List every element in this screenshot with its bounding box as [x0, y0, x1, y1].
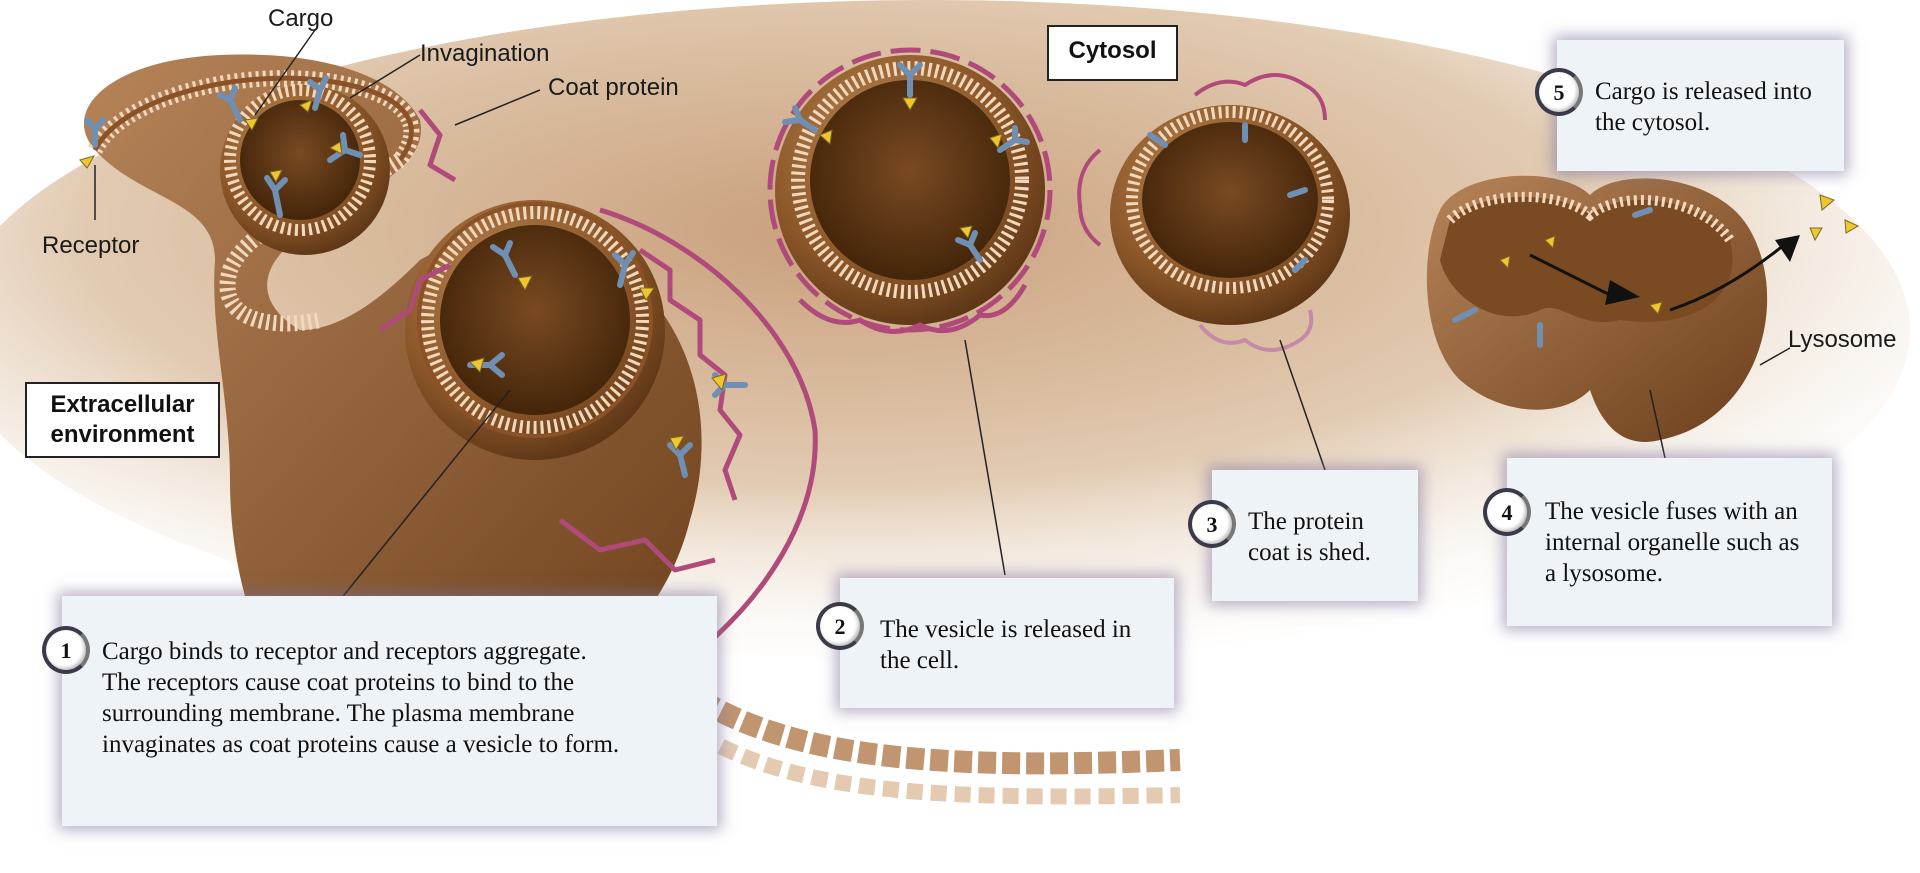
receptor-label: Receptor: [42, 232, 140, 259]
step-4-box: 4 The vesicle fuses with an internal org…: [1483, 458, 1832, 626]
step-description: The protein coat is shed.: [1248, 508, 1371, 566]
step-1-box: 1 Cargo binds to receptor and receptors …: [42, 596, 717, 826]
step-number-badge: 3: [1188, 500, 1236, 548]
lysosome-organelle: [1426, 175, 1800, 442]
step-number-badge: 4: [1483, 488, 1531, 536]
extracellular-environment-label: Extracellular environment: [25, 382, 220, 458]
leader-lines: [94, 29, 1791, 601]
step-number-badge: 5: [1535, 68, 1583, 116]
coat-protein-label: Coat protein: [548, 74, 679, 101]
step-5-box: 5 Cargo is released into the cytosol.: [1535, 40, 1844, 171]
lysosome-label: Lysosome: [1788, 326, 1897, 353]
step-description: The vesicle is released in the cell.: [880, 616, 1132, 674]
step-number-badge: 2: [816, 602, 864, 650]
coat-protein-lattice: [378, 108, 818, 652]
uncoated-vesicle: [1077, 73, 1350, 352]
step-3-box: 3 The protein coat is shed.: [1188, 470, 1418, 601]
cytosol-label: Cytosol: [1047, 25, 1178, 81]
step-description: Cargo is released into the cytosol.: [1595, 78, 1812, 136]
invagination-label: Invagination: [420, 40, 550, 67]
plasma-membrane: [83, 54, 702, 730]
cargo-label: Cargo: [268, 5, 334, 32]
receptor-markers: [84, 62, 1653, 478]
cargo-markers: [79, 97, 1860, 452]
step-description: Cargo binds to receptor and receptors ag…: [102, 638, 620, 758]
step-number-badge: 1: [42, 626, 90, 674]
step-description: The vesicle fuses with an internal organ…: [1545, 498, 1800, 587]
membrane-strand: [694, 690, 1181, 805]
step-2-box: 2 The vesicle is released in the cell.: [816, 578, 1174, 708]
